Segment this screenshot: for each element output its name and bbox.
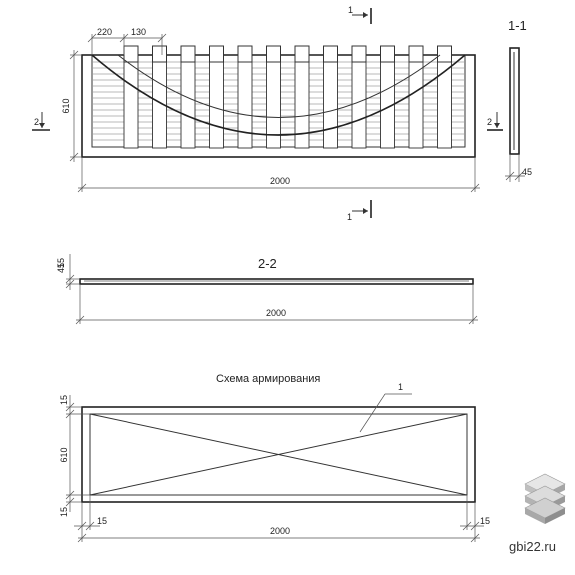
tooth <box>237 45 253 63</box>
tooth <box>209 45 224 63</box>
brand-logo: gbi22.ru <box>509 473 566 554</box>
dim-15-right-label: 15 <box>480 516 490 526</box>
callout-1-label: 1 <box>398 382 403 392</box>
dim-2000-top-label: 2000 <box>270 176 290 186</box>
panel-slats <box>123 61 452 149</box>
dim-2000-section-label: 2000 <box>266 308 286 318</box>
cut-1-bottom-label: 1 <box>347 212 352 222</box>
panel-teeth <box>123 45 452 63</box>
tooth <box>152 45 167 63</box>
dim-height-610: 610 <box>61 50 82 162</box>
dim-15-top-label: 15 <box>59 395 69 405</box>
arc-inner <box>117 54 441 118</box>
cut-marker-2-right: 2 <box>487 112 503 131</box>
dim-45-section-label: 45 <box>56 263 66 273</box>
section-1-1-profile <box>509 47 520 155</box>
section-1-1-title: 1-1 <box>508 18 527 33</box>
tooth <box>294 45 310 63</box>
tooth <box>408 45 424 63</box>
brand-site-label: gbi22.ru <box>509 539 556 554</box>
slat <box>351 61 367 149</box>
section-2-2-title: 2-2 <box>258 256 277 271</box>
cut-marker-2-left: 2 <box>32 112 50 131</box>
tooth <box>323 45 338 63</box>
cut-1-top-label: 1 <box>348 5 353 15</box>
slat <box>237 61 253 149</box>
arc-outer <box>91 54 466 136</box>
dim-610-reinf-label: 610 <box>59 447 69 462</box>
tooth <box>351 45 367 63</box>
tooth <box>266 45 281 63</box>
section-1-1: 1-1 45 <box>505 18 532 182</box>
dim-width-2000: 2000 <box>77 157 480 193</box>
dim-15-left-label: 15 <box>97 516 107 526</box>
tooth <box>180 45 196 63</box>
slat <box>209 61 224 149</box>
reinforcement-scheme: Схема армирования 1 15 610 15 15 <box>59 373 490 543</box>
tooth <box>437 45 452 63</box>
cut-marker-1-bottom: 1 <box>347 200 372 222</box>
reinforcement-title: Схема армирования <box>216 373 320 385</box>
cut-2-left-label: 2 <box>34 117 39 127</box>
reinforcement-inner-frame <box>89 413 468 496</box>
dim-220-label: 220 <box>97 27 112 37</box>
dim-2000-reinf-label: 2000 <box>270 526 290 536</box>
dim-610-label: 610 <box>61 98 71 113</box>
dim-15-bottom-label: 15 <box>59 507 69 517</box>
dim-130-label: 130 <box>131 27 146 37</box>
cut-2-right-label: 2 <box>487 117 492 127</box>
section-2-2-profile <box>79 278 474 285</box>
diagonal-2 <box>89 413 468 496</box>
stacked-slabs-icon <box>524 473 566 524</box>
dim-15-section-label: 15 <box>56 258 66 268</box>
slat <box>294 61 310 149</box>
tooth <box>123 45 139 63</box>
cut-marker-1-top: 1 <box>348 5 372 24</box>
slat <box>123 61 139 149</box>
dim-45-label: 45 <box>522 167 532 177</box>
slat <box>180 61 196 149</box>
reinforcement-outer-frame <box>81 406 476 503</box>
section-2-2: 2-2 45 15 2000 <box>56 254 478 325</box>
slat <box>323 61 338 149</box>
tooth <box>380 45 395 63</box>
dim-top-220-130: 220 130 <box>87 27 167 55</box>
panel-elevation <box>81 45 476 158</box>
